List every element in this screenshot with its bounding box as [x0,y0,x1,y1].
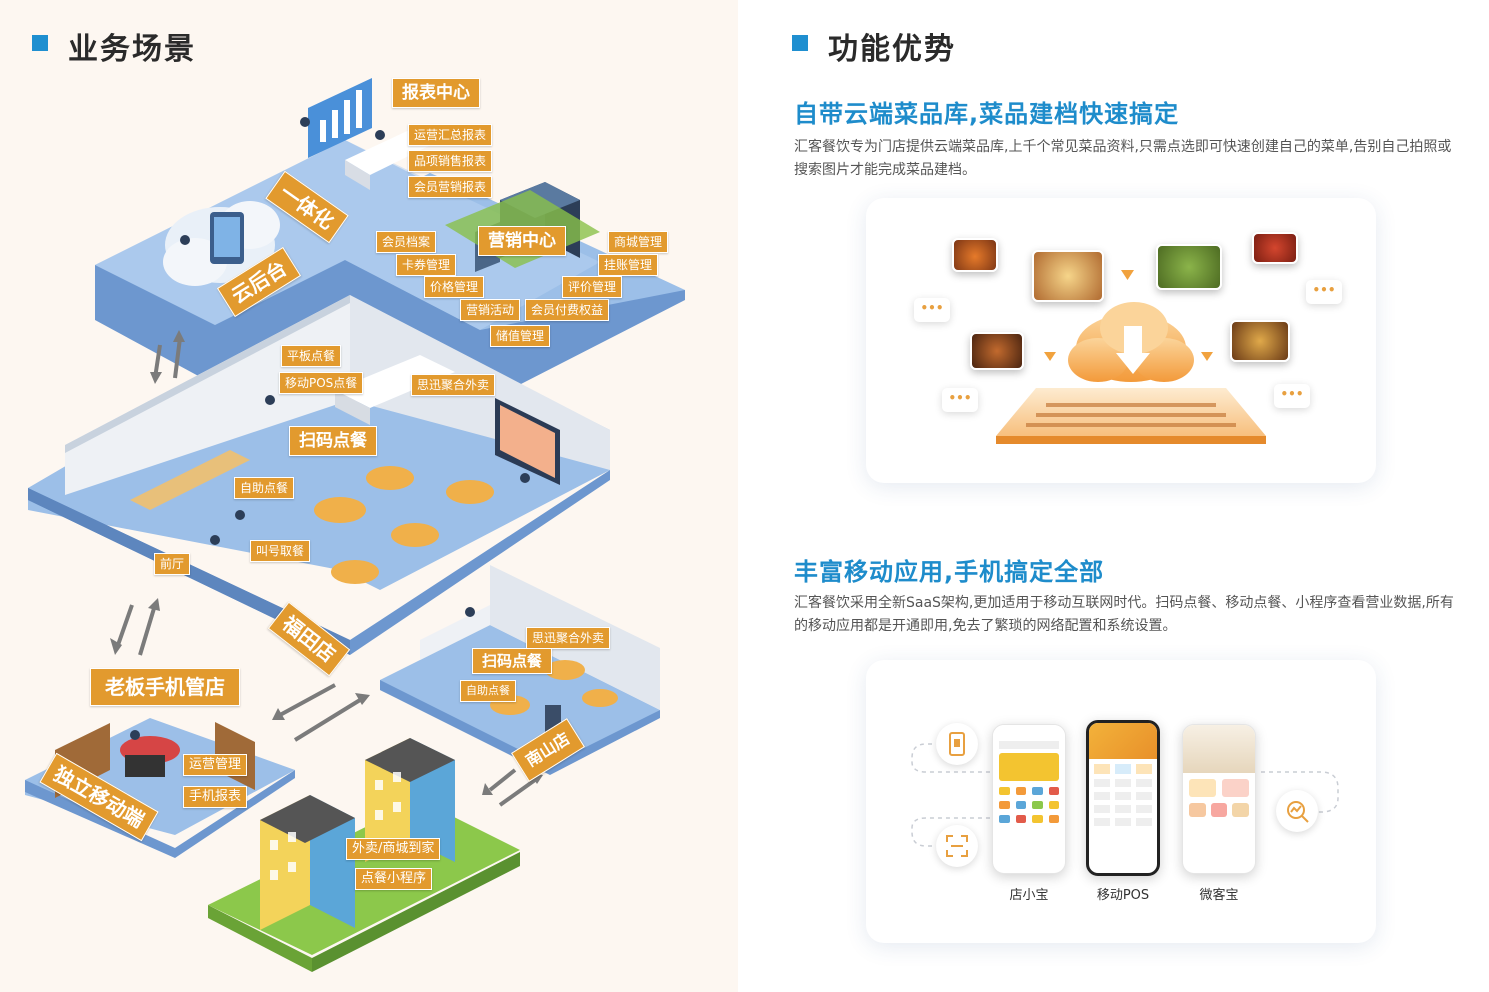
dish-image [1230,320,1290,362]
section-header-features: 功能优势 [792,24,956,68]
label-order-mini-program: 点餐小程序 [355,868,433,890]
label-phone-report: 手机报表 [183,786,248,808]
label-report-center: 报表中心 [392,78,480,108]
label-aggregate-takeout-nanshan: 思迅聚合外卖 [526,627,611,649]
phone-mobile-pos [1086,720,1160,876]
label-self-order-nanshan: 自助点餐 [460,680,516,702]
label-stored-value-mgmt: 储值管理 [490,325,551,347]
section-square-icon [792,35,814,57]
label-ops-summary-report: 运营汇总报表 [408,124,493,146]
label-self-order: 自助点餐 [234,477,295,499]
label-tablet-order: 平板点餐 [281,345,342,367]
cloud-dish-illustration [996,270,1266,444]
dish-image [1252,232,1298,264]
label-call-pickup: 叫号取餐 [250,540,311,562]
label-ops-mgmt: 运营管理 [183,754,248,776]
dish-image [1032,250,1104,302]
business-scenario-panel: 业务场景 [0,0,738,992]
label-credit-mgmt: 挂账管理 [598,254,659,276]
phone-caption-weikebao: 微客宝 [1199,888,1239,903]
feature2-description: 汇客餐饮采用全新SaaS架构,更加适用于移动互联网时代。扫码点餐、移动点餐、小程… [794,595,1454,634]
dashed-connector-lines [911,743,1339,847]
phone-caption-dianxiaobao: 店小宝 [1009,888,1049,903]
analytics-search-icon [1276,790,1318,832]
feature2-title: 丰富移动应用,手机搞定全部 [794,558,1105,586]
phone-caption-mobile-pos: 移动POS [1096,888,1150,903]
phone-scan-icon [936,723,978,765]
dish-image [952,238,998,272]
label-mall-mgmt: 商城管理 [608,231,669,253]
label-member-paid-rights: 会员付费权益 [525,299,610,321]
more-dots-icon: ••• [914,298,950,322]
phone-weikebao [1182,724,1256,874]
label-scan-order-nanshan: 扫码点餐 [472,648,553,674]
label-boss-phone-store: 老板手机管店 [90,668,240,706]
dish-image [1156,244,1222,290]
label-member-marketing-report: 会员营销报表 [408,176,493,198]
scan-frame-icon [936,825,978,867]
more-dots-icon: ••• [942,388,978,412]
label-mobile-pos-order: 移动POS点餐 [279,372,364,394]
section-square-icon [32,35,54,57]
section-header-business: 业务场景 [32,24,196,68]
label-delivery-home: 外卖/商城到家 [346,838,441,860]
label-coupon-mgmt: 卡券管理 [396,254,457,276]
label-front-hall: 前厅 [154,553,191,575]
cloud-dish-library-card: ••• ••• ••• ••• [866,198,1376,483]
label-marketing-activity: 营销活动 [460,299,521,321]
feature1-title: 自带云端菜品库,菜品建档快速搞定 [794,100,1180,128]
label-member-archive: 会员档案 [376,231,437,253]
mobile-apps-card: 店小宝 移动POS 微客宝 [866,660,1376,943]
label-price-mgmt: 价格管理 [424,276,485,298]
more-dots-icon: ••• [1306,280,1342,304]
label-aggregate-takeout: 思迅聚合外卖 [411,374,496,396]
dish-image [970,332,1024,370]
section-title: 功能优势 [828,32,956,67]
phone-dianxiaobao [992,724,1066,874]
feature1-description: 汇客餐饮专为门店提供云端菜品库,上千个常见菜品资料,只需点选即可快速创建自己的菜… [794,139,1452,178]
section-title: 业务场景 [68,32,196,67]
label-scan-order: 扫码点餐 [289,426,377,456]
feature-advantages-panel: 功能优势 自带云端菜品库,菜品建档快速搞定 汇客餐饮专为门店提供云端菜品库,上千… [738,0,1489,992]
label-marketing-center: 营销中心 [478,226,566,256]
label-review-mgmt: 评价管理 [562,276,623,298]
label-item-sales-report: 品项销售报表 [408,150,493,172]
more-dots-icon: ••• [1274,384,1310,408]
